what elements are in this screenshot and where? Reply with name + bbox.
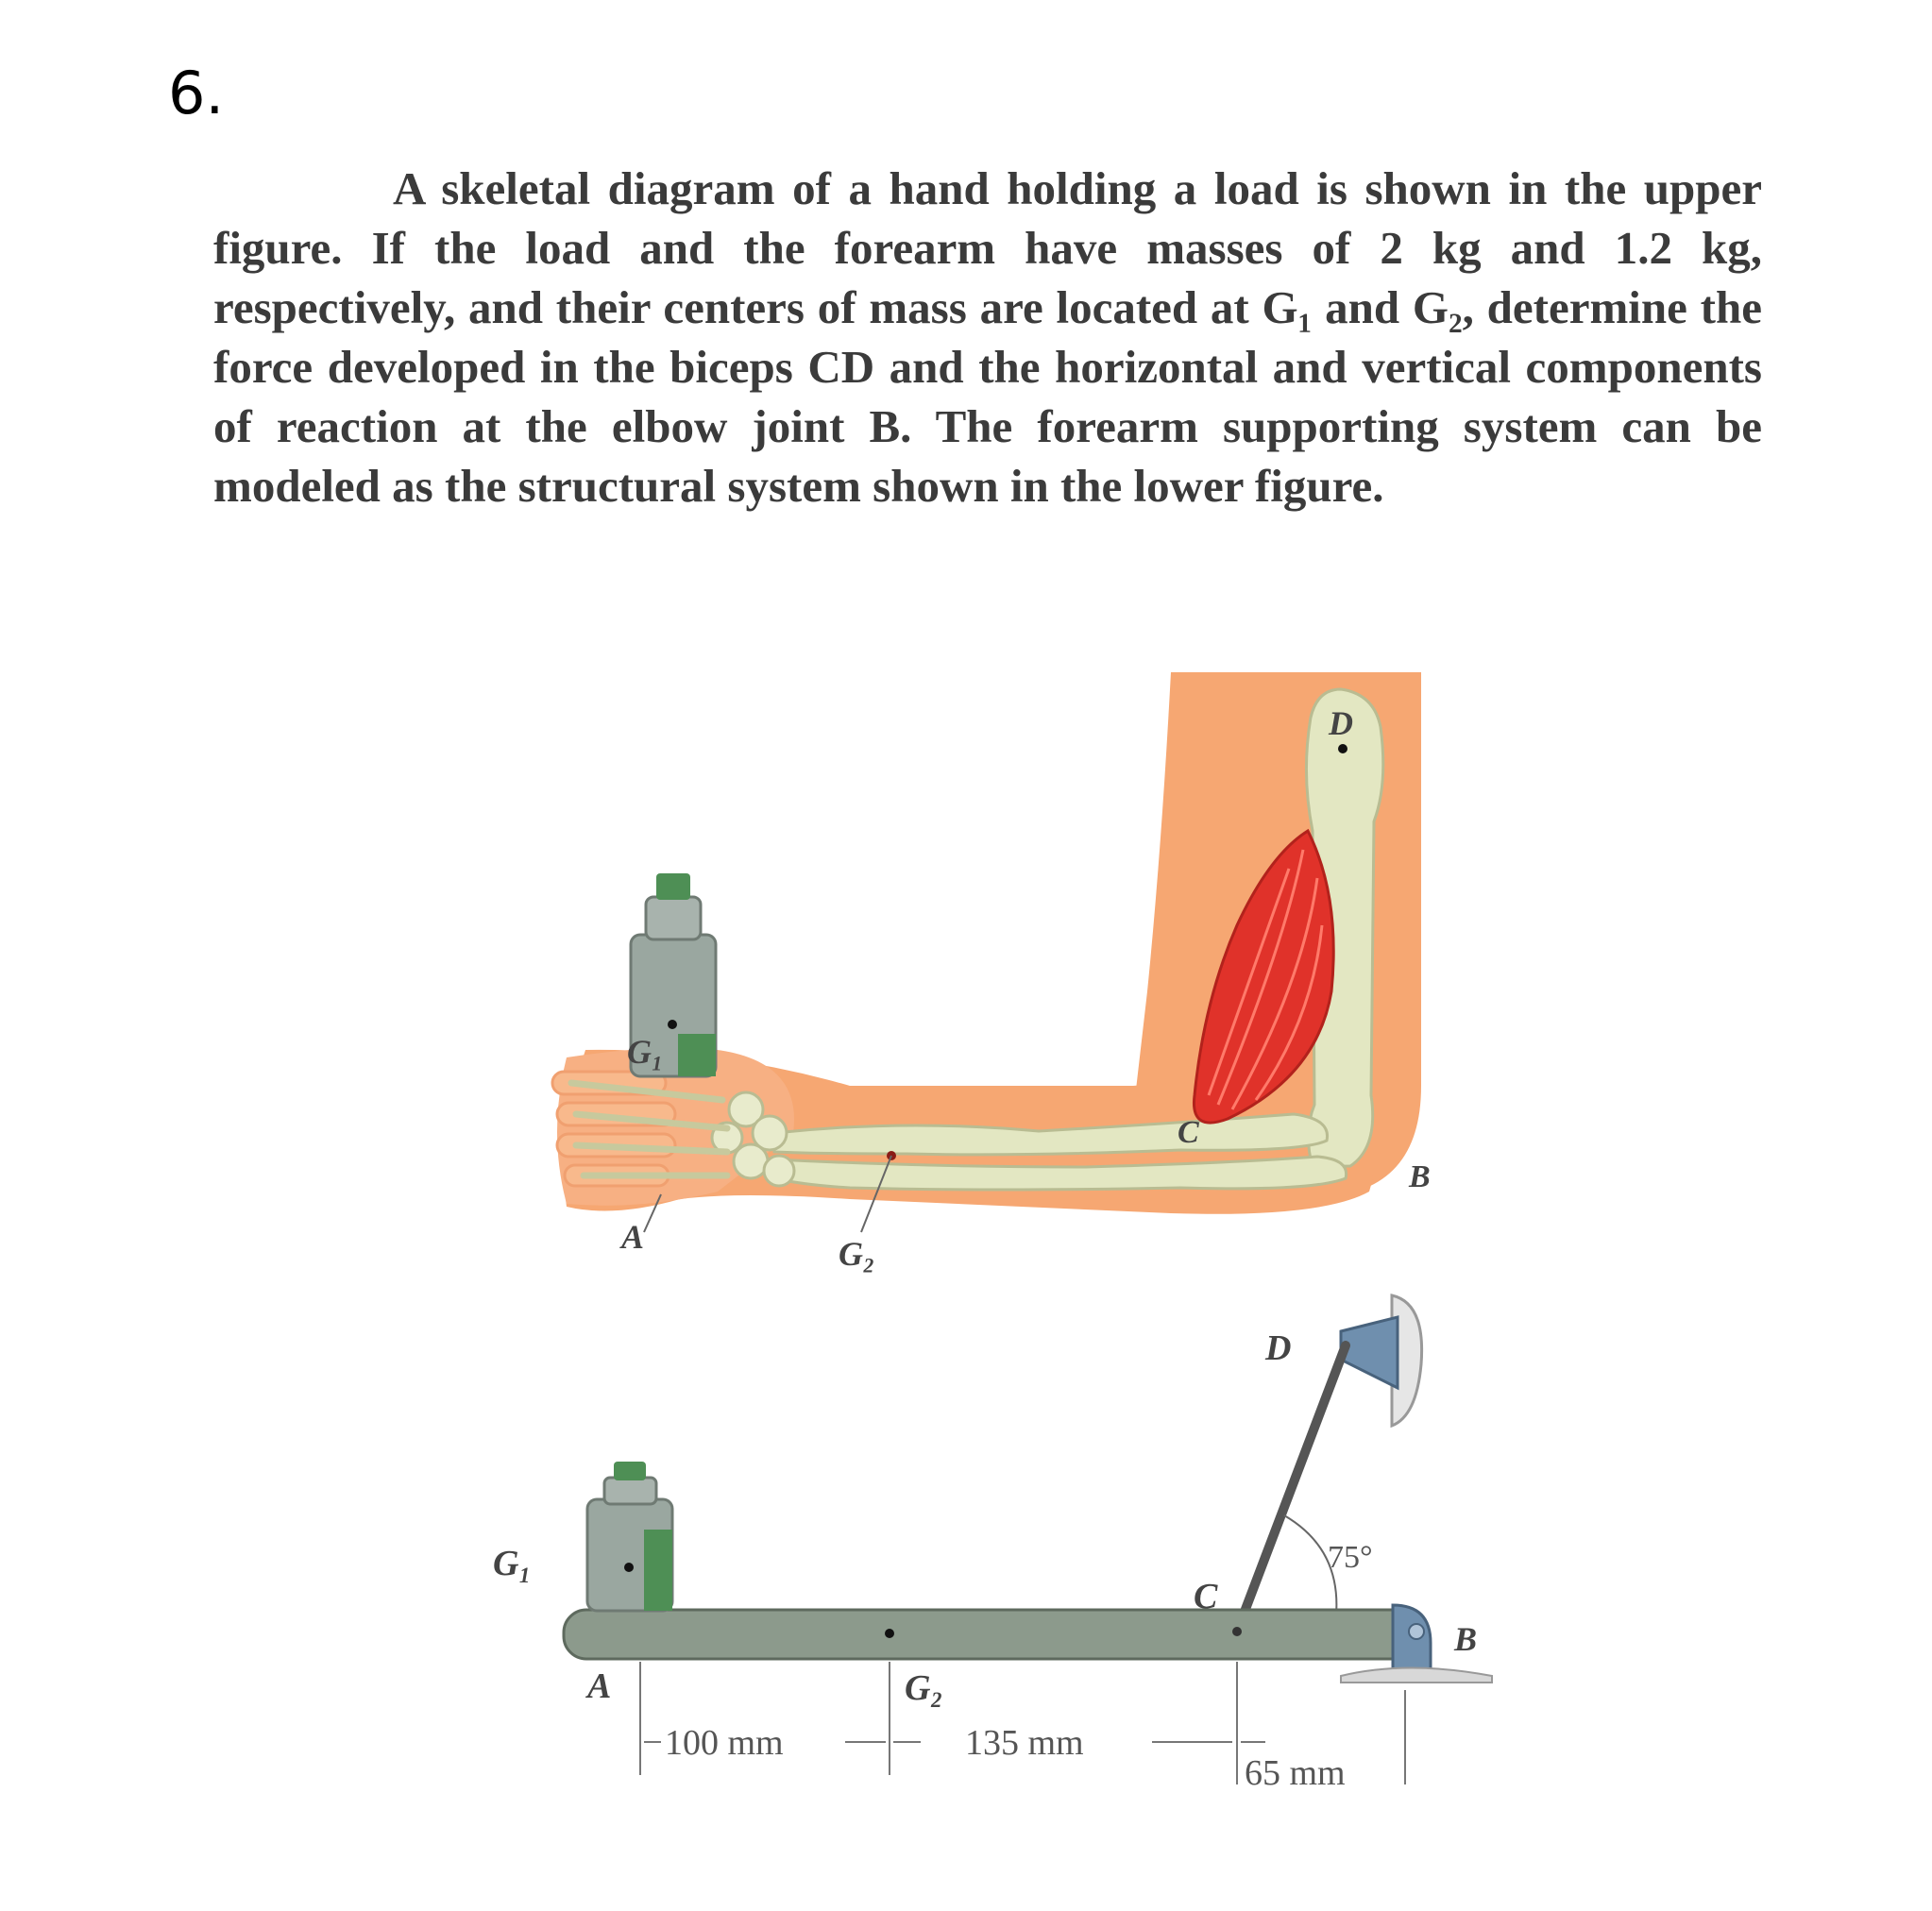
- upper-point-d: [1338, 744, 1347, 753]
- upper-g2-leader: [860, 1155, 892, 1233]
- angle-arc: [1283, 1514, 1338, 1615]
- upper-label-g2: G₂: [839, 1235, 875, 1273]
- biceps-muscle: [1192, 828, 1335, 1125]
- upper-label-b: B: [1408, 1159, 1431, 1194]
- pin-b: [1408, 1623, 1425, 1640]
- problem-text: A skeletal diagram of a hand holding a l…: [213, 162, 1762, 512]
- lower-point-g2: [885, 1629, 894, 1638]
- question-number: 6.: [168, 59, 225, 127]
- upper-load-can: [629, 873, 718, 1078]
- lower-label-g2: G₂: [905, 1668, 943, 1708]
- upper-a-leader: [643, 1193, 662, 1233]
- ulna-bone: [772, 1155, 1348, 1192]
- dimension-100mm: 100 mm: [665, 1723, 784, 1763]
- lower-model-figure: D G₁ C B A G₂ 75° 100 mm 135 mm 65 mm: [493, 1294, 1493, 1793]
- lower-load-can: [585, 1462, 674, 1613]
- upper-label-c: C: [1178, 1115, 1199, 1150]
- upper-label-a: A: [619, 1218, 644, 1256]
- bracket-d: [1339, 1315, 1399, 1391]
- finger-bones: [568, 1079, 731, 1179]
- dimension-65mm: 65 mm: [1245, 1753, 1346, 1793]
- lower-label-a: A: [585, 1666, 611, 1706]
- upper-arm-figure: D G₁ C B A G₂: [551, 672, 1431, 1273]
- forearm-beam: [562, 1608, 1415, 1661]
- lower-label-g1: G₁: [493, 1544, 532, 1583]
- upper-label-g1: G₁: [627, 1033, 664, 1071]
- ground-b: [1340, 1666, 1493, 1683]
- rod-cd: [1232, 1341, 1350, 1636]
- upper-label-d: D: [1328, 704, 1353, 742]
- lower-label-d: D: [1264, 1328, 1291, 1368]
- angle-label: 75°: [1328, 1540, 1373, 1575]
- lower-point-c: [1232, 1627, 1242, 1636]
- problem-statement: A skeletal diagram of a hand holding a l…: [213, 159, 1762, 516]
- wall-support-d: [1390, 1294, 1424, 1429]
- dimension-lines: [639, 1662, 1406, 1784]
- dimension-135mm: 135 mm: [965, 1723, 1084, 1763]
- lower-label-c: C: [1194, 1577, 1218, 1616]
- humerus-bone: [1304, 687, 1385, 1169]
- radius-bone: [772, 1112, 1330, 1157]
- biceps-fibers: [1207, 849, 1324, 1110]
- lower-label-b: B: [1453, 1620, 1477, 1658]
- carpal-bones: [710, 1091, 796, 1188]
